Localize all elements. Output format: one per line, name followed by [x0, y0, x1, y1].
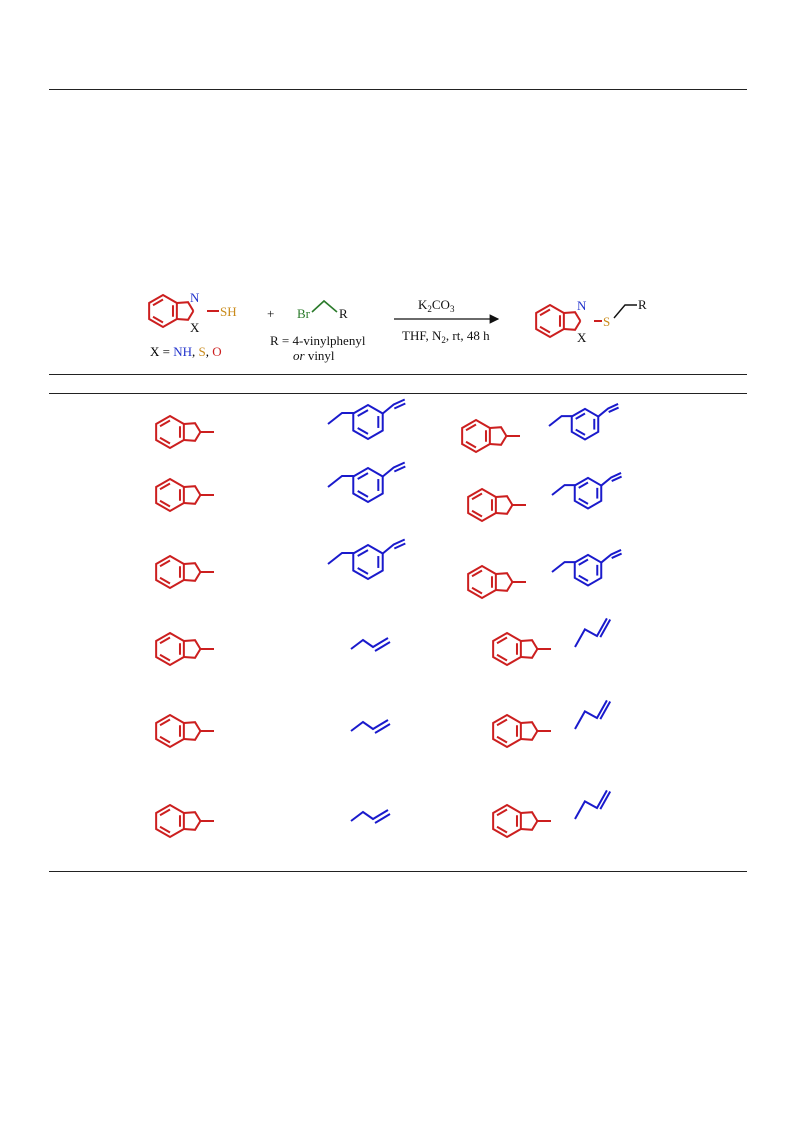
product-core-structure — [492, 803, 551, 839]
atom-r-label: R — [638, 297, 647, 312]
atom-sh-label: SH — [220, 304, 237, 319]
substrate-core-structure — [155, 477, 214, 513]
benzazole-core — [535, 303, 582, 339]
product-vinylbenzyl-fragment — [551, 549, 623, 587]
vinylbenzyl-fragment — [327, 398, 406, 441]
conditions-label: THF, N2, rt, 48 h — [402, 328, 490, 345]
product-thioether: N X S R — [535, 297, 647, 345]
product-core-structure — [467, 564, 526, 600]
reaction-arrow: K2CO3 THF, N2, rt, 48 h — [394, 297, 500, 345]
substrate-core-structure — [155, 631, 214, 667]
atom-n-label: N — [190, 290, 200, 305]
atom-s-label: S — [603, 314, 610, 329]
substrate-core-structure — [155, 803, 214, 839]
allyl-fragment — [350, 719, 391, 734]
product-allyl-fragment — [574, 789, 612, 820]
atom-n-label: N — [577, 298, 587, 313]
allyl-fragment — [350, 809, 391, 824]
table-row — [155, 699, 612, 749]
product-vinylbenzyl-fragment — [551, 472, 623, 510]
table-row — [155, 461, 623, 523]
table-header-top-rule — [49, 374, 747, 375]
r-definition-line2: or vinyl — [293, 348, 335, 363]
top-rule — [49, 89, 747, 90]
table-row — [155, 398, 620, 454]
substrate-core-structure — [155, 713, 214, 749]
substrate-core-structure — [155, 554, 214, 590]
plus-sign: + — [267, 306, 274, 321]
table-row — [155, 789, 612, 839]
table-header-bottom-rule — [49, 393, 747, 394]
atom-x-label: X — [577, 330, 587, 345]
product-core-structure — [492, 631, 551, 667]
vinylbenzyl-fragment — [327, 461, 406, 504]
product-core-structure — [461, 418, 520, 454]
table-row — [155, 538, 623, 600]
atom-x-label: X — [190, 320, 200, 335]
product-allyl-fragment — [574, 617, 612, 648]
reactant-benzazole-thiol: N X SH — [148, 290, 237, 335]
reagent-label: K2CO3 — [418, 297, 455, 314]
substrate-core-structure — [155, 414, 214, 450]
vinylbenzyl-fragment — [327, 538, 406, 581]
product-allyl-fragment — [574, 699, 612, 730]
benzazole-core — [148, 293, 195, 329]
reactant-alkyl-bromide: Br R R = 4-vinylphenyl or vinyl — [270, 299, 366, 363]
atom-br-label: Br — [297, 306, 311, 321]
x-definition-prefix: X = NH, S, O — [150, 344, 222, 359]
product-core-structure — [467, 487, 526, 523]
table-bottom-rule — [49, 871, 747, 872]
product-core-structure — [492, 713, 551, 749]
atom-r-label: R — [339, 306, 348, 321]
product-vinylbenzyl-fragment — [548, 403, 620, 441]
allyl-fragment — [350, 637, 391, 652]
r-definition-line1: R = 4-vinylphenyl — [270, 333, 366, 348]
table-row — [155, 617, 612, 667]
table-structures — [155, 398, 623, 839]
